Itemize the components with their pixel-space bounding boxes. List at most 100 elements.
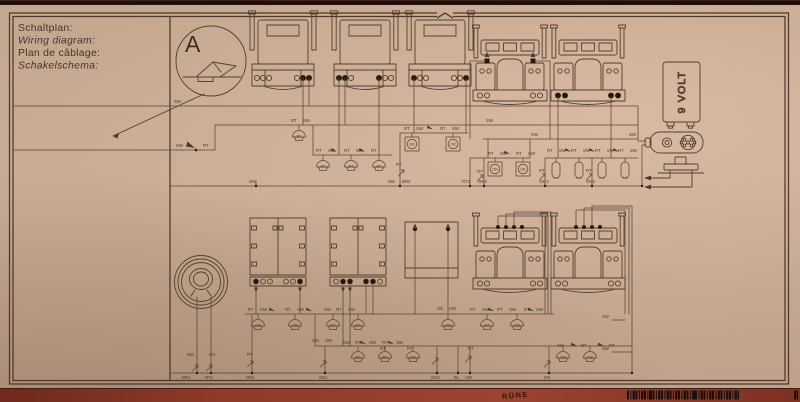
wire-label: RT	[468, 346, 474, 351]
wire-label: RT	[581, 343, 587, 348]
wire-label: SW	[500, 151, 508, 156]
red-packaging-strip	[0, 388, 800, 402]
wire-label: RT	[316, 148, 322, 153]
wire-label: SW	[324, 307, 332, 312]
truck-4-conventional	[472, 24, 548, 105]
trailer-2	[329, 217, 387, 287]
wire-label: RT	[618, 148, 624, 153]
wire-label: SW	[509, 307, 517, 312]
detail-circle-a	[112, 25, 247, 152]
wire-label: RT	[609, 343, 615, 348]
wire-label: SW	[528, 151, 536, 156]
bulb-label: OR	[560, 355, 566, 359]
wire-label: RT	[248, 307, 254, 312]
truck-7-conventional	[550, 212, 626, 293]
oval-bulb-icon	[574, 157, 584, 179]
wire-label: RT	[440, 126, 446, 131]
truck-icon	[550, 24, 626, 105]
barcode-bar	[694, 390, 697, 400]
wire-label: RT	[203, 143, 209, 148]
bulb-label: RT	[356, 323, 362, 327]
wire-label: RT	[371, 148, 377, 153]
wire-label: SW	[629, 132, 637, 137]
wire-label: GE1	[319, 375, 328, 380]
wire-label: RT	[524, 307, 530, 312]
wire-label: RT	[547, 148, 553, 153]
bulb-label: OR	[292, 323, 298, 327]
title-line-en: Wiring diagram:	[18, 36, 95, 47]
wire-label: RT1	[205, 375, 214, 380]
wire-label: RT	[407, 346, 413, 351]
switch-detail-icon	[182, 61, 242, 82]
barcode	[627, 390, 739, 400]
wire-label: SW	[356, 148, 364, 153]
wire-label: RT	[571, 148, 577, 153]
bulb-label: OR	[410, 355, 416, 359]
photo-top-dark-edge	[0, 0, 800, 5]
bulb-label: RT	[485, 323, 491, 327]
trailer-3-plain-box	[404, 221, 459, 279]
wire-label: RT	[404, 126, 410, 131]
barcode-edge	[793, 390, 798, 400]
wire-label: RT	[595, 148, 601, 153]
wire-label: SW	[482, 307, 490, 312]
wire-label: RT	[497, 307, 503, 312]
title-line-nl: Schakelschema:	[18, 61, 98, 72]
wires-bottom-section	[170, 205, 634, 375]
battery-icon: 9 VOLT	[662, 61, 701, 129]
detail-pointer-line	[112, 93, 205, 137]
truck-icon	[550, 212, 626, 293]
wire-label: SW	[602, 346, 610, 351]
wire-label: SW	[328, 148, 336, 153]
printed-border-frame	[8, 12, 790, 385]
wire-label: WS	[249, 179, 256, 184]
wire-label: SW	[312, 338, 320, 343]
wire-label: RT	[291, 118, 297, 123]
bulb-label: RT	[297, 134, 303, 138]
wire-label: RT	[396, 162, 402, 167]
wire-label: OR1	[246, 375, 255, 380]
truck-6-conventional	[472, 212, 548, 293]
wire-label: SW	[536, 307, 544, 312]
wire-label: RT	[586, 168, 592, 173]
wire-label: BR2	[402, 179, 411, 184]
pointer-arrowhead-icon	[113, 132, 120, 139]
wire-label: BR1	[182, 375, 191, 380]
battery-clip-icon	[644, 131, 704, 154]
truck-icon	[472, 24, 548, 105]
bulb-label: OR	[520, 167, 526, 171]
wire-label: SW	[343, 340, 351, 345]
wire-label: SW	[260, 307, 268, 312]
truck-icon	[472, 212, 548, 293]
bulb-label: OR	[492, 167, 498, 171]
strip-print-text: RÜNE	[501, 390, 529, 401]
wire-label: GE	[437, 306, 443, 311]
wire-label: SW	[348, 307, 356, 312]
trailer-1	[249, 217, 307, 287]
bulb-label: OR	[255, 323, 261, 327]
oval-bulb-icon	[597, 157, 607, 179]
wire-label: RT	[247, 352, 253, 357]
wire-label: GN	[209, 352, 215, 357]
wire-label: OR2	[478, 179, 487, 184]
junction-arrowhead-icon	[186, 141, 195, 148]
bulb-label: RT	[349, 164, 355, 168]
wire-label: SW	[531, 132, 539, 137]
wire-label: GR	[544, 375, 550, 380]
wire-label: RT	[470, 307, 476, 312]
wire-label: SW	[325, 338, 333, 343]
wire-label: RT	[344, 148, 350, 153]
wire-label: SW	[557, 343, 565, 348]
power-group: 9 VOLT	[644, 61, 705, 190]
wire-label: SW	[607, 148, 615, 153]
title-block: Schaltplan: Wiring diagram: Plan de câbl…	[18, 23, 100, 72]
wire-label: SW	[630, 148, 638, 153]
detail-circle-outline	[175, 25, 247, 97]
bulb-label: OR	[445, 323, 451, 327]
